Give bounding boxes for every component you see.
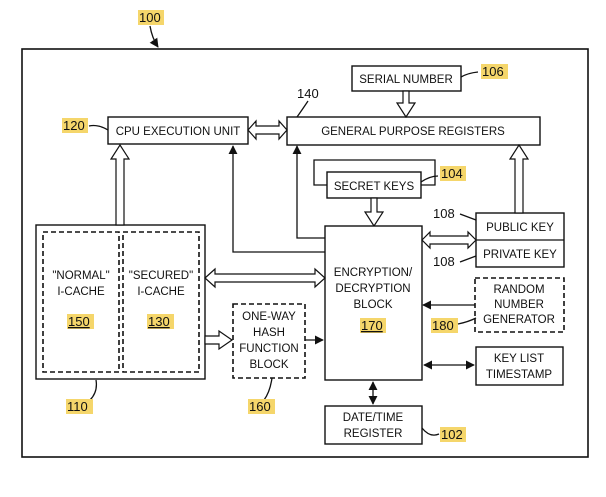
secured-i-cache-box (123, 232, 199, 372)
ref-180-leader (458, 318, 476, 324)
private-key-label: PRIVATE KEY (483, 249, 557, 261)
ref-108-public-label: 108 (433, 206, 455, 221)
ref-120-label: 120 (63, 118, 85, 133)
ref-106-label: 106 (482, 64, 504, 79)
secret-keys-label: SECRET KEYS (334, 181, 415, 193)
key-list-line1: KEY LIST (494, 353, 544, 365)
ref-180-label: 180 (432, 318, 454, 333)
ref-108-public-leader (460, 214, 476, 220)
ref-130-label: 130 (148, 314, 170, 329)
ref-108-private-label: 108 (433, 254, 455, 269)
cache-to-cpu-arrow (111, 145, 129, 225)
ref-100-label: 100 (139, 10, 161, 25)
secured-cache-line2: I-CACHE (137, 286, 185, 298)
keys-to-registers-arrow (510, 145, 528, 213)
ref-160-leader (264, 378, 272, 400)
normal-cache-line1: "NORMAL" (52, 270, 109, 282)
ref-102-leader (422, 428, 439, 435)
ref-140-label: 140 (297, 86, 319, 101)
rng-line1: RANDOM (493, 284, 544, 296)
public-key-label: PUBLIC KEY (486, 222, 554, 234)
serial-to-registers-arrow (397, 91, 415, 117)
secret-keys-to-encryption-arrow (365, 198, 383, 226)
cpu-execution-unit-label: CPU EXECUTION UNIT (116, 126, 241, 138)
ref-160-label: 160 (249, 399, 271, 414)
ref-104-label: 104 (441, 166, 463, 181)
ref-110-leader (90, 380, 96, 400)
ref-150-label: 150 (68, 314, 90, 329)
hash-line1: ONE-WAY (242, 311, 296, 323)
serial-number-label: SERIAL NUMBER (359, 74, 453, 86)
cache-to-hash-arrow (205, 331, 232, 349)
encryption-line3: BLOCK (354, 299, 393, 311)
cache-encryption-double-arrow (205, 269, 325, 287)
date-time-line1: DATE/TIME (343, 412, 404, 424)
ref-100-leader (150, 26, 158, 47)
encryption-line1: ENCRYPTION/ (334, 267, 413, 279)
hash-line3: FUNCTION (239, 343, 298, 355)
ref-108-private-leader (460, 256, 476, 262)
ref-102-label: 102 (441, 427, 463, 442)
ref-106-leader (461, 72, 478, 77)
cpu-registers-double-arrow (248, 121, 287, 139)
normal-cache-line2: I-CACHE (57, 286, 105, 298)
encryption-to-cpu-line (233, 146, 325, 252)
hash-line4: BLOCK (250, 359, 289, 371)
ref-170-label: 170 (361, 318, 383, 333)
key-list-line2: TIMESTAMP (486, 369, 553, 381)
rng-line2: NUMBER (494, 299, 544, 311)
rng-line3: GENERATOR (483, 314, 555, 326)
ref-110-label: 110 (67, 399, 88, 414)
secured-cache-line1: "SECURED" (129, 270, 193, 282)
normal-i-cache-box (43, 232, 119, 372)
encryption-keys-double-arrow (422, 232, 476, 248)
hash-line2: HASH (253, 327, 285, 339)
date-time-line2: REGISTER (344, 428, 403, 440)
ref-120-leader (89, 126, 108, 131)
encryption-line2: DECRYPTION (335, 283, 410, 295)
general-purpose-registers-label: GENERAL PURPOSE REGISTERS (321, 126, 505, 138)
ref-140-leader (297, 101, 308, 117)
